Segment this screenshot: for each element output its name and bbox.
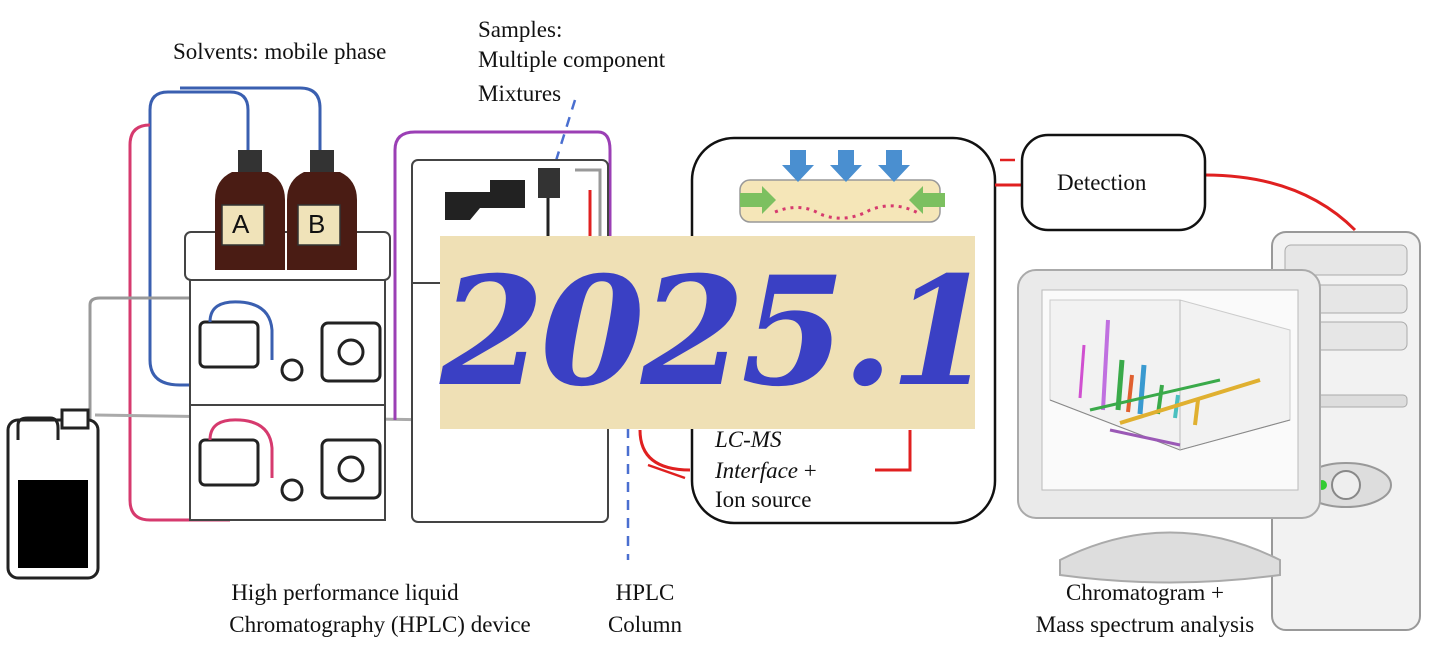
hplc-column-label-line2: Column [607, 612, 683, 637]
rinse-tube-pink [128, 123, 230, 522]
year-stamp-text: 2025.1 [440, 244, 994, 420]
autosampler-arm [445, 180, 525, 220]
samples-label-line1: Samples: [478, 17, 563, 42]
solvent-tube-blue [148, 90, 250, 387]
bottle-a-label: A [232, 209, 250, 239]
hplc-device-label-line1: High performance liquid [231, 580, 459, 605]
signal-line-ion [638, 429, 912, 472]
chromatogram-label-line2: Mass spectrum analysis [1035, 612, 1255, 637]
solvent-tube-blue-2 [180, 86, 322, 150]
samples-label-line2: Multiple component [478, 47, 666, 72]
solvents-label: Solvents: mobile phase [173, 39, 387, 64]
bottle-b [287, 150, 357, 270]
solvent-canister [6, 408, 100, 580]
signal-line-to-computer [1204, 173, 1357, 232]
year-stamp: 2025.1 [440, 236, 994, 429]
pump-head-2 [198, 438, 260, 487]
lcms-interface-text: Interface [715, 458, 799, 483]
pump-head-1 [198, 320, 260, 369]
bottle-b-label: B [308, 209, 326, 239]
detection-label: Detection [1057, 170, 1147, 195]
chromatogram-label-line1: Chromatogram + [1066, 580, 1224, 605]
samples-label-line3: Mixtures [478, 81, 562, 106]
chromatogram-peaks [1078, 319, 1261, 447]
hplc-device-label-line2: Chromatography (HPLC) device [229, 612, 531, 637]
sample-tube-purple [393, 130, 612, 420]
lcms-label-line3: Ion source [715, 487, 812, 512]
lcms-label-line2: Interface + [715, 456, 817, 485]
bottle-a [215, 150, 285, 270]
computer-monitor [1017, 269, 1321, 584]
grey-tube [88, 296, 205, 560]
hplc-column-label-line1: HPLC [615, 580, 675, 605]
lcms-plus-text: + [803, 458, 817, 483]
detection-box [1020, 133, 1207, 232]
lcms-label-line1: LC-MS [715, 427, 782, 452]
